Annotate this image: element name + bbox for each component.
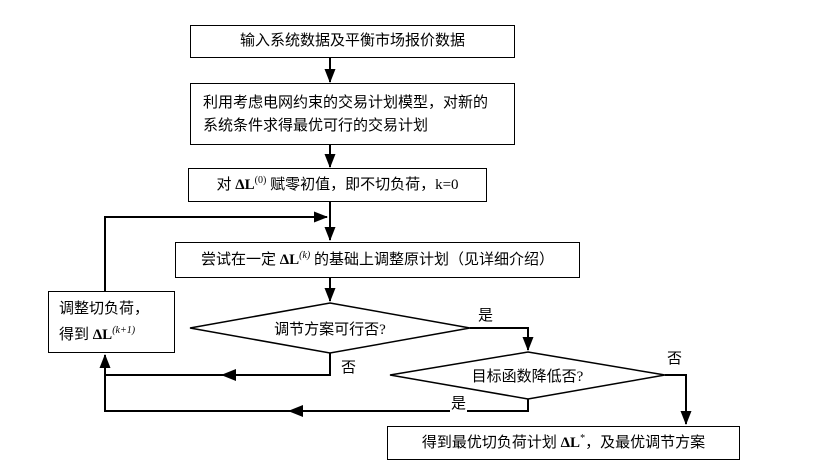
result-pre: 得到最优切负荷计划 (421, 434, 561, 451)
adjust-plan-box: 尝试在一定 ΔL(k) 的基础上调整原计划（见详细介绍） (175, 242, 580, 278)
load-shed-line2: 得到 ΔL(k+1) (59, 322, 149, 348)
load-shed-adjust-text: 调整切负荷， 得到 ΔL(k+1) (59, 296, 149, 348)
adjust-plan-text: 尝试在一定 ΔL(k) 的基础上调整原计划（见详细介绍） (200, 249, 555, 270)
load-shed-line1: 调整切负荷， (59, 301, 150, 317)
delta-l-symbol: ΔL (92, 327, 113, 343)
adjust-plan-pre: 尝试在一定 (200, 251, 280, 268)
init-zero-box: 对 ΔL(0) 赋零初值，即不切负荷，k=0 (188, 168, 487, 202)
edge-feedback-to-spine (104, 211, 328, 291)
trade-plan-model-box: 利用考虑电网约束的交易计划模型，对新的系统条件求得最优可行的交易计划 (190, 83, 515, 145)
result-superscript: * (580, 432, 586, 444)
mid-arrowhead-feasible-no (221, 369, 236, 381)
edge-feasible-no-return (105, 353, 331, 376)
edge-feasible-yes-to-objective (470, 327, 534, 351)
init-zero-pre: 对 (216, 176, 236, 193)
load-shed-line2-pre: 得到 (59, 327, 93, 343)
result-post: ，及最优调节方案 (585, 434, 706, 451)
edge-objective-yes-return (105, 399, 529, 412)
feasible-yes-label: 是 (477, 304, 495, 325)
init-zero-superscript: (0) (254, 174, 267, 186)
objective-yes-label: 是 (450, 392, 468, 413)
optimal-result-text: 得到最优切负荷计划 ΔL*，及最优调节方案 (421, 432, 706, 453)
init-zero-text: 对 ΔL(0) 赋零初值，即不切负荷，k=0 (216, 174, 459, 195)
trade-plan-model-text: 利用考虑电网约束的交易计划模型，对新的系统条件求得最优可行的交易计划 (203, 95, 489, 134)
load-shed-superscript: (k+1) (112, 325, 136, 336)
delta-l-symbol: ΔL (279, 251, 300, 268)
feasible-decision-shape (189, 302, 471, 354)
load-shed-adjust-box: 调整切负荷， 得到 ΔL(k+1) (48, 291, 175, 353)
optimal-result-box: 得到最优切负荷计划 ΔL*，及最优调节方案 (387, 426, 740, 460)
mid-arrowhead-objective-yes (288, 405, 303, 417)
objective-no-label: 否 (666, 347, 684, 368)
input-data-text: 输入系统数据及平衡市场报价数据 (239, 33, 465, 50)
input-data-box: 输入系统数据及平衡市场报价数据 (190, 25, 515, 58)
adjust-plan-post: 的基础上调整原计划（见详细介绍） (310, 251, 555, 268)
objective-decision-shape (389, 351, 666, 400)
edge-objective-no-to-result (665, 374, 692, 425)
init-zero-post: 赋零初值，即不切负荷，k=0 (266, 176, 459, 193)
adjust-plan-superscript: (k) (299, 249, 311, 261)
feasible-no-label: 否 (340, 356, 358, 377)
delta-l-symbol: ΔL (235, 176, 255, 193)
delta-l-symbol: ΔL (560, 434, 581, 451)
